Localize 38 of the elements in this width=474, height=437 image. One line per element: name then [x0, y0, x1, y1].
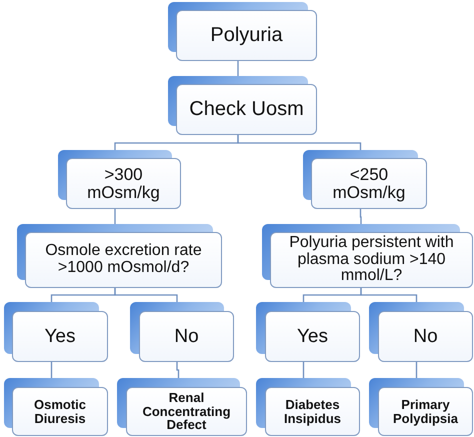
process-box [4, 302, 108, 362]
process-box [4, 378, 108, 436]
connector-line [114, 288, 178, 302]
box-label: >300 mOsm/kg [86, 166, 161, 202]
box-label: <250 mOsm/kg [332, 166, 406, 202]
connector-line [176, 362, 180, 378]
connector-line [50, 362, 52, 378]
process-box [369, 378, 473, 436]
box-label: No [174, 326, 199, 346]
process-box [130, 302, 234, 362]
box-label: Diabetes Insipidus [282, 398, 342, 426]
box-label: Check Uosm [189, 99, 304, 120]
box-label: Osmole excretion rate >1000 mOsmol/d? [44, 243, 203, 277]
process-box [168, 76, 317, 135]
connector-line [360, 288, 418, 302]
process-box [58, 150, 181, 209]
connector-line [237, 135, 362, 150]
process-box [369, 302, 473, 362]
connector-line [302, 362, 304, 378]
process-box [117, 378, 247, 436]
connector-line [237, 61, 239, 76]
connector-line [360, 209, 362, 224]
box-label: Polyuria persistent with plasma sodium >140 mmol/L? [288, 234, 455, 286]
process-box [256, 302, 360, 362]
box-label: Yes [44, 326, 76, 346]
box-label: Primary Polydipsia [392, 398, 460, 426]
process-box [303, 150, 427, 209]
box-label: No [413, 326, 438, 346]
box-label: Polyuria [210, 25, 283, 46]
process-box [262, 224, 473, 288]
connector-line [416, 362, 418, 378]
process-box [168, 2, 317, 61]
process-box [256, 378, 360, 436]
box-label: Yes [297, 326, 328, 346]
connector-line [114, 209, 116, 224]
box-label: Renal Concentrating Defect [141, 391, 232, 432]
process-box [17, 224, 222, 288]
box-label: Osmotic Diuresis [32, 398, 87, 426]
